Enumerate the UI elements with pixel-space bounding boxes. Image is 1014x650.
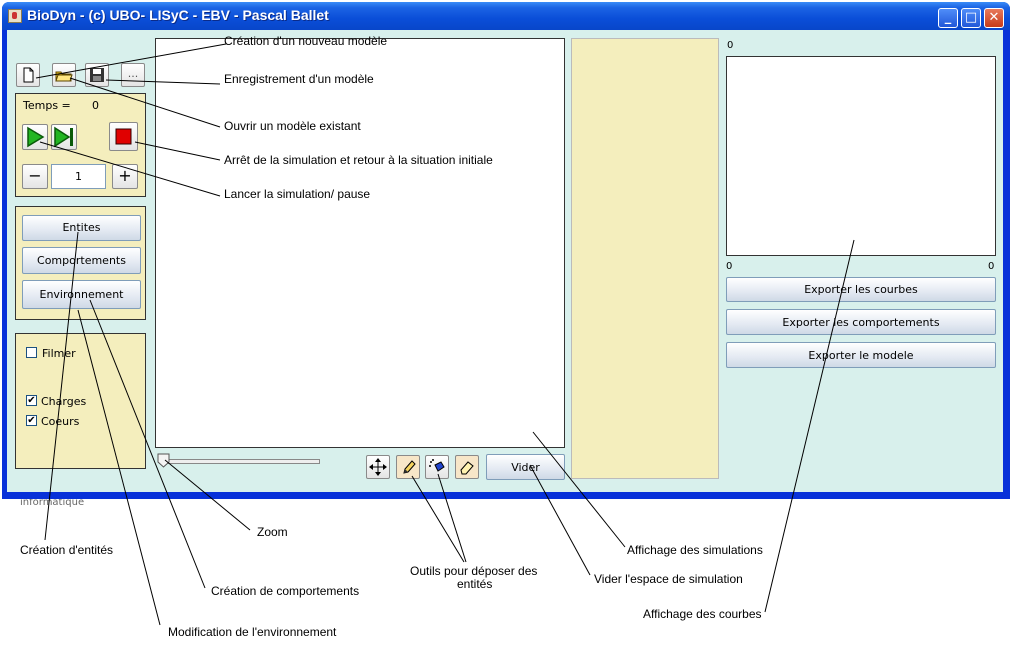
line-lancer [39,141,221,197]
line-affichage-courbes [764,239,855,613]
annotation-lancer: Lancer la simulation/ pause [224,187,371,201]
stop-icon [115,128,132,145]
close-button[interactable]: ✕ [984,8,1004,28]
environnement-button[interactable]: Environnement [22,280,141,309]
annotation-modification-env: Modification de l'environnement [168,625,337,639]
annotation-ouvrir: Ouvrir un modèle existant [224,119,361,133]
annotation-zoom: Zoom [257,525,288,539]
app-icon [8,9,22,23]
line-vider [529,464,591,576]
line-enregistrement [105,79,221,85]
spray-icon [429,459,445,472]
pencil-tool-button[interactable] [396,455,420,479]
line-zoom [164,459,251,531]
annotation-affichage-courbes: Affichage des courbes [643,607,762,621]
filmer-checkbox[interactable] [26,347,37,358]
annotation-affichage-simulations: Affichage des simulations [627,543,763,557]
entites-button[interactable]: Entites [22,215,141,241]
line-creation-modele [35,43,227,79]
graph-x-right-label: 0 [988,261,995,272]
charges-checkbox[interactable]: ✔ [26,395,37,406]
annotation-creation-comportements: Création de comportements [211,584,360,598]
simulation-canvas[interactable] [155,38,565,448]
line-creation-entites [44,231,79,541]
annotation-creation-modele: Création d'un nouveau modèle [224,34,388,48]
line-outils-2 [437,473,467,563]
coeurs-checkbox[interactable]: ✔ [26,415,37,426]
comportements-button[interactable]: Comportements [22,247,141,274]
charges-label: Charges [41,395,87,408]
background-text: informatique [20,497,85,508]
time-value: 0 [92,99,99,112]
spray-tool-button[interactable] [425,455,449,479]
step-forward-icon [54,126,73,148]
title-bar[interactable]: BioDyn - (c) UBO- LISyC - EBV - Pascal B… [2,2,1010,30]
annotation-outils-line2: entités [457,577,493,591]
stop-button[interactable] [109,122,138,151]
export-modele-button[interactable]: Exporter le modele [726,342,996,368]
move-arrows-icon [369,458,387,476]
coeurs-label: Coeurs [41,415,80,428]
play-icon [27,126,45,148]
pencil-icon [403,460,416,474]
maximize-button[interactable]: □ [961,8,981,28]
eraser-tool-button[interactable] [455,455,479,479]
filmer-label: Filmer [42,347,76,360]
speed-input[interactable]: 1 [51,164,106,189]
graph-y-top-label: 0 [727,40,734,51]
line-arret [134,141,221,161]
graph-x-left-label: 0 [726,261,733,272]
export-courbes-button[interactable]: Exporter les courbes [726,277,996,302]
zoom-slider-thumb[interactable] [156,453,172,469]
line-affichage-simulations [532,431,626,548]
eraser-icon [460,461,474,475]
export-comportements-button[interactable]: Exporter les comportements [726,309,996,335]
line-ouvrir [69,77,221,128]
new-file-icon [23,67,34,83]
more-button[interactable]: ... [121,63,145,87]
move-tool-button[interactable] [366,455,390,479]
annotation-outils-line1: Outils pour déposer des [410,564,538,578]
speed-increase-button[interactable]: + [112,164,138,189]
play-pause-button[interactable] [22,124,48,150]
window-title: BioDyn - (c) UBO- LISyC - EBV - Pascal B… [27,7,329,23]
line-creation-comportements [89,299,206,589]
time-label: Temps = [23,99,71,112]
speed-decrease-button[interactable]: − [22,164,48,189]
annotation-enregistrement: Enregistrement d'un modèle [224,72,374,86]
annotation-vider-espace: Vider l'espace de simulation [594,572,743,586]
new-model-button[interactable] [16,63,40,87]
line-outils-1 [411,475,465,563]
curves-graph [726,56,996,256]
minimize-button[interactable]: _ [938,8,958,28]
behavior-strip [571,38,719,479]
line-modification-env [77,309,161,626]
save-floppy-icon [90,68,104,82]
annotation-arret: Arrêt de la simulation et retour à la si… [224,153,493,167]
annotation-creation-entites: Création d'entités [20,543,114,557]
